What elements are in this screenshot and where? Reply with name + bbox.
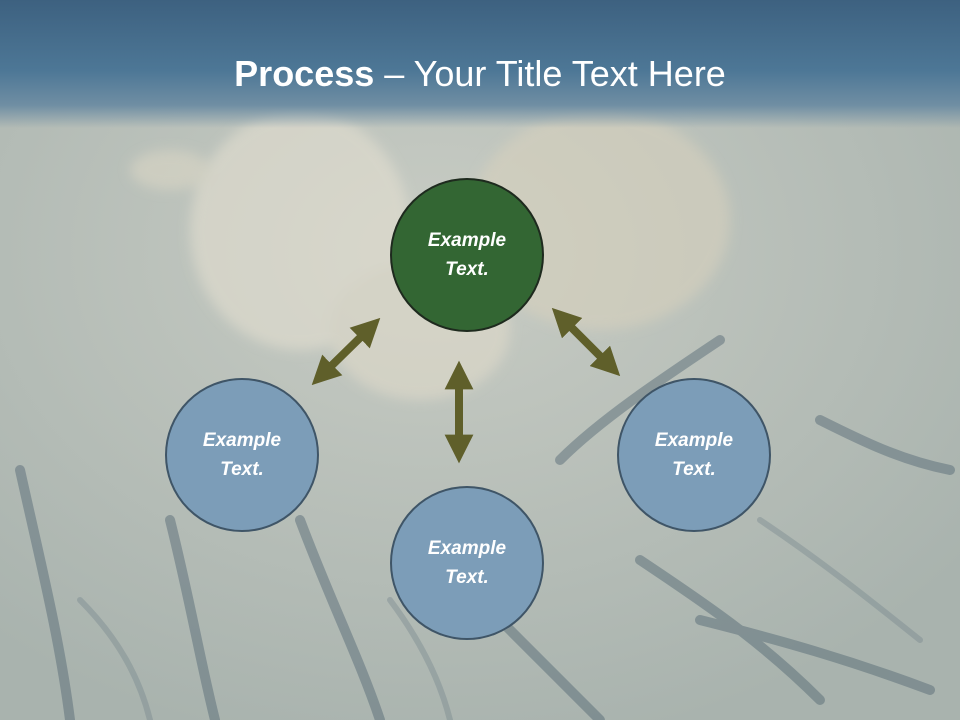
title-rest: – Your Title Text Here [374,53,726,94]
center-node-label: Example Text. [427,230,507,280]
double-arrow-top-left [311,317,381,386]
left-node[interactable]: Example Text. [165,378,319,532]
title-bar [0,0,960,128]
right-node[interactable]: Example Text. [617,378,771,532]
bottom-node[interactable]: Example Text. [390,486,544,640]
left-node-label: Example Text. [202,430,282,480]
slide-title: Process – Your Title Text Here [0,52,960,96]
center-node[interactable]: Example Text. [390,178,544,332]
double-arrow-top-right [551,307,621,377]
right-node-label: Example Text. [654,430,734,480]
title-bold: Process [234,53,375,94]
bottom-node-label: Example Text. [427,538,507,588]
